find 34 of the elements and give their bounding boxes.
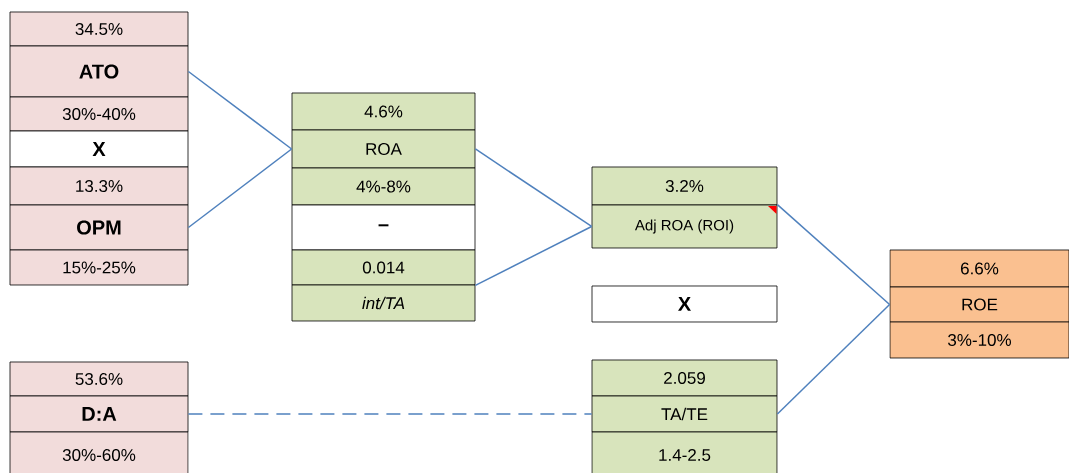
value-cell: ROE bbox=[889, 286, 1069, 323]
value-cell: 30%-60% bbox=[9, 431, 189, 473]
label-cell: Adj ROA (ROI) bbox=[591, 204, 778, 249]
node-label: 6.6% bbox=[960, 262, 999, 275]
value-cell: 53.6% bbox=[9, 361, 189, 397]
value-cell: 3.2% bbox=[591, 166, 778, 206]
value-cell: 30%-40% bbox=[9, 96, 189, 132]
value-cell: ROA bbox=[291, 129, 476, 169]
value-cell: 4.6% bbox=[291, 92, 476, 131]
value-cell: 2.059 bbox=[591, 359, 778, 397]
node-label: ROE bbox=[962, 298, 998, 311]
connector-line bbox=[776, 303, 891, 415]
value-cell: 34.5% bbox=[9, 11, 189, 47]
label-cell: – bbox=[291, 204, 476, 251]
connector-line bbox=[187, 148, 293, 229]
value-cell: 15%-25% bbox=[9, 249, 189, 286]
connector-line bbox=[776, 203, 891, 306]
label-cell: X bbox=[591, 285, 778, 323]
value-cell: 3%-10% bbox=[889, 321, 1069, 359]
connector-line bbox=[474, 225, 593, 287]
value-cell: 4%-8% bbox=[291, 167, 476, 206]
value-cell: 1.4-2.5 bbox=[591, 431, 778, 473]
value-cell: 0.014 bbox=[291, 249, 476, 286]
connector-line bbox=[187, 70, 293, 150]
value-cell: 6.6% bbox=[889, 249, 1069, 288]
label-cell: ATO bbox=[9, 45, 189, 98]
label-cell: OPM bbox=[9, 204, 189, 251]
value-cell: 13.3% bbox=[9, 166, 189, 206]
connector-line bbox=[187, 413, 593, 415]
label-cell: D:A bbox=[9, 395, 189, 433]
value-cell: TA/TE bbox=[591, 395, 778, 433]
label-cell: X bbox=[9, 130, 189, 168]
connector-line bbox=[474, 148, 593, 228]
label-cell: int/TA bbox=[291, 284, 476, 322]
